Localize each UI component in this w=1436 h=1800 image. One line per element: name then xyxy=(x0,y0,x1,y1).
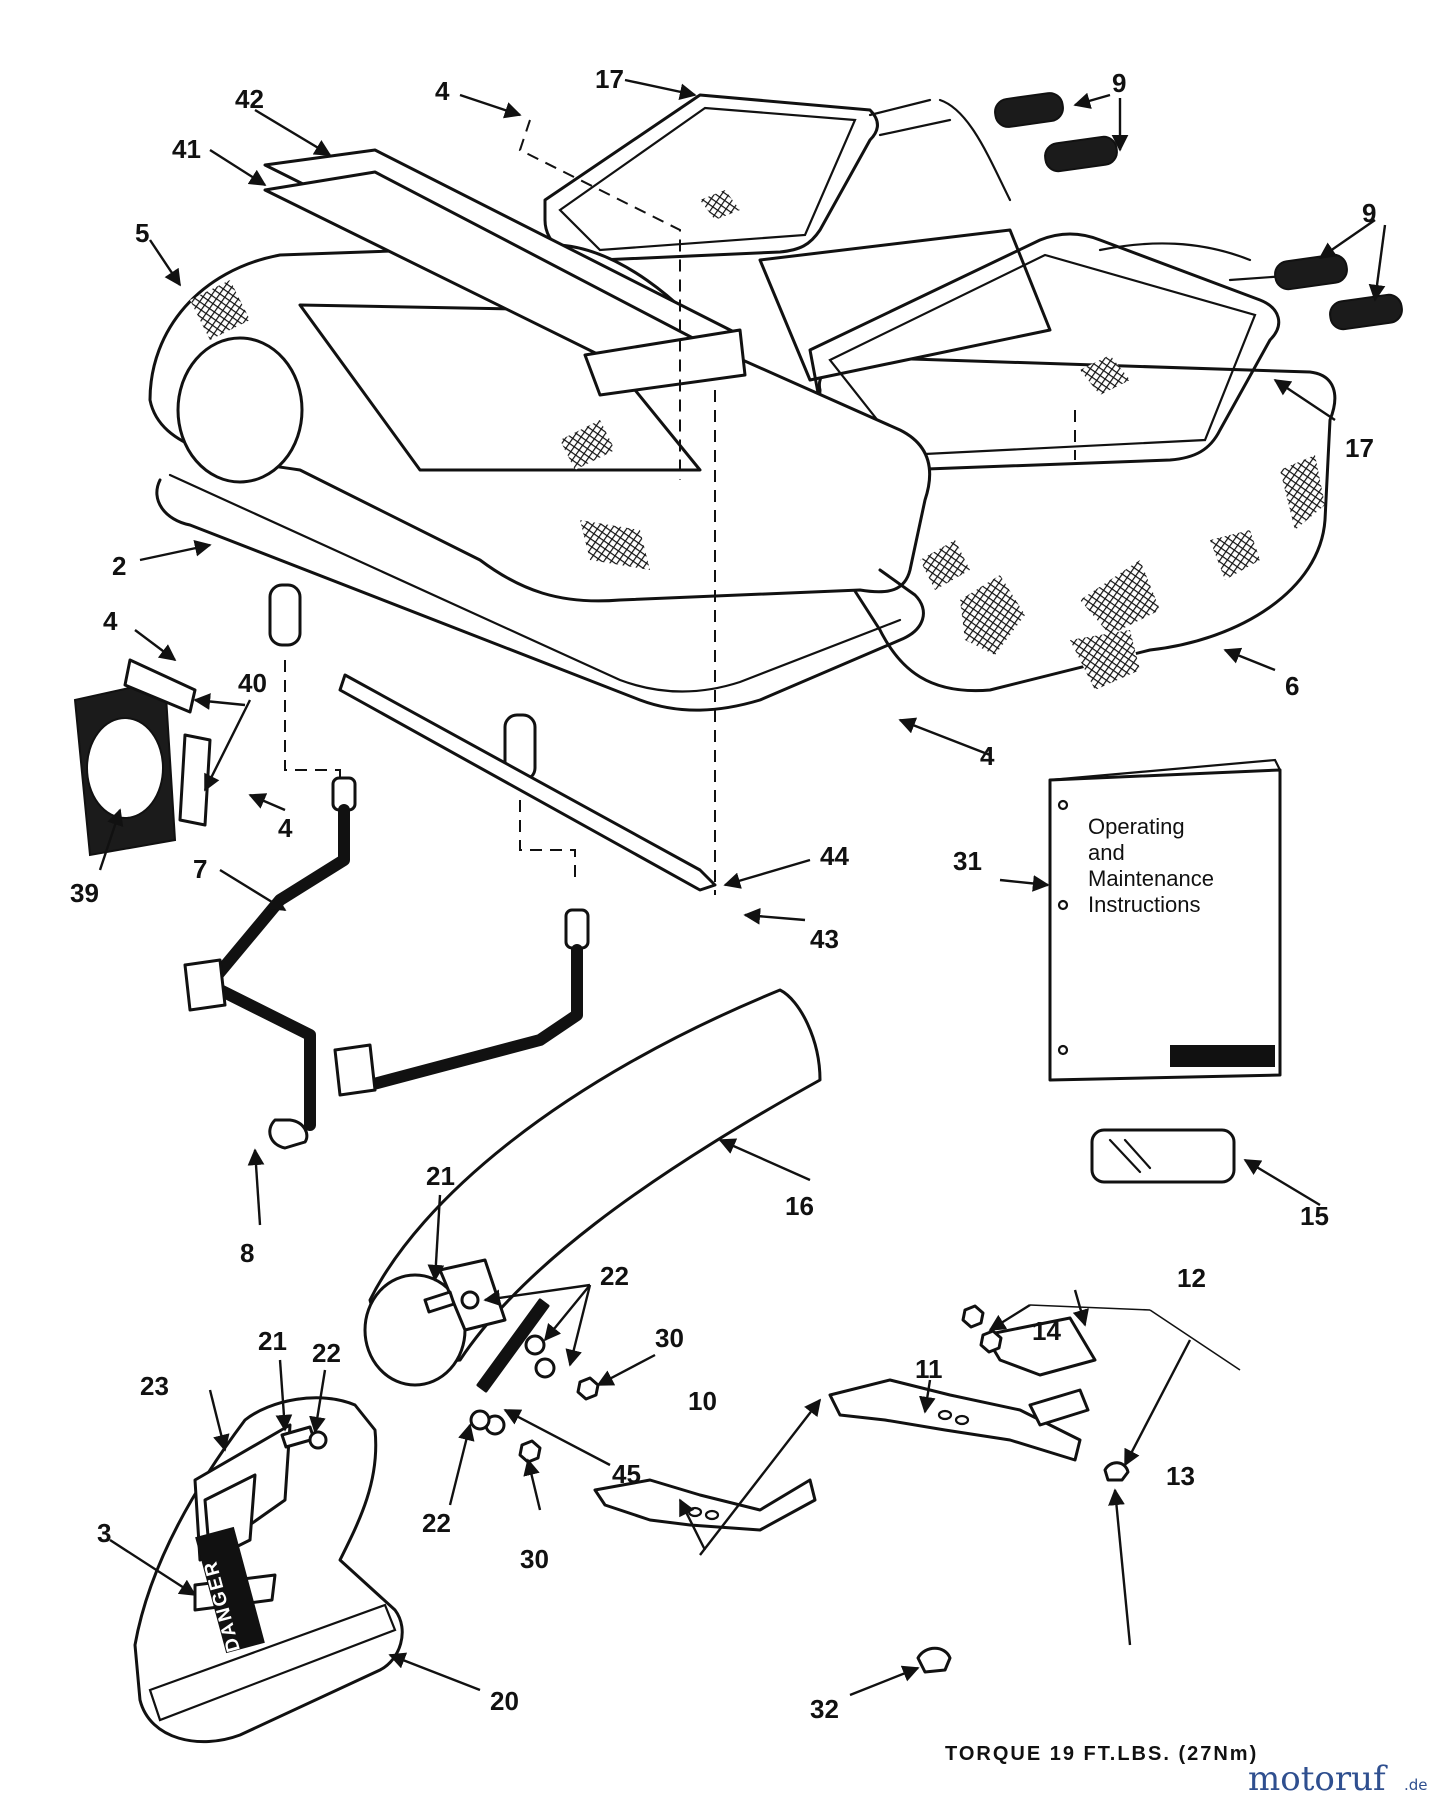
callout-16: 16 xyxy=(785,1191,814,1221)
callout-2: 2 xyxy=(112,551,126,581)
callout-4-plate: 4 xyxy=(278,813,293,843)
callout-5: 5 xyxy=(135,218,149,248)
callout-22-lower: 22 xyxy=(422,1508,451,1538)
callout-40: 40 xyxy=(238,668,267,698)
callout-21-deflector: 21 xyxy=(258,1326,287,1356)
bracket-strip xyxy=(338,673,717,892)
cover-plates xyxy=(263,148,747,397)
callout-8: 8 xyxy=(240,1238,254,1268)
callout-43: 43 xyxy=(810,924,839,954)
callout-10: 10 xyxy=(688,1386,717,1416)
handle-rod xyxy=(183,776,590,1150)
callout-17-rear: 17 xyxy=(595,64,624,94)
callout-21-chute: 21 xyxy=(426,1161,455,1191)
callout-41: 41 xyxy=(172,134,201,164)
manual-title-line3: Maintenance xyxy=(1088,866,1214,891)
callout-23: 23 xyxy=(140,1371,169,1401)
blade-11 xyxy=(828,1378,1090,1462)
callout-4-left: 4 xyxy=(103,606,118,636)
hood-frame xyxy=(155,473,925,782)
callout-13: 13 xyxy=(1166,1461,1195,1491)
callout-4-right: 4 xyxy=(980,741,995,771)
manual-title-line4: Instructions xyxy=(1088,892,1201,917)
operating-manual: Operating and Maintenance Instructions xyxy=(1048,758,1282,1082)
callout-20: 20 xyxy=(490,1686,519,1716)
callout-31: 31 xyxy=(953,846,982,876)
callout-30-upper: 30 xyxy=(655,1323,684,1353)
callout-3: 3 xyxy=(97,1518,111,1548)
callout-30-lower: 30 xyxy=(520,1544,549,1574)
callout-9-front: 9 xyxy=(1362,198,1376,228)
callout-14: 14 xyxy=(1032,1316,1061,1346)
callout-17-front: 17 xyxy=(1345,433,1374,463)
manual-title-line1: Operating xyxy=(1088,814,1185,839)
leader-lines xyxy=(98,78,1387,1697)
deflector: DANGER xyxy=(133,1396,404,1743)
callout-45: 45 xyxy=(612,1459,641,1489)
blade-10 xyxy=(593,1478,817,1532)
bag-frame-rear xyxy=(543,93,1012,262)
callout-labels: 5 42 41 4 17 9 9 17 6 2 4 40 4 39 7 4 44… xyxy=(70,64,1376,1724)
callout-44: 44 xyxy=(820,841,849,871)
blade-hardware xyxy=(916,1304,1130,1674)
callout-4-top: 4 xyxy=(435,76,450,106)
callout-42: 42 xyxy=(235,84,264,114)
watermark-suffix: .de xyxy=(1404,1776,1428,1794)
spring-rod xyxy=(280,1290,600,1464)
callout-11: 11 xyxy=(915,1354,943,1384)
callout-22-deflector: 22 xyxy=(312,1338,341,1368)
callout-39: 39 xyxy=(70,878,99,908)
manual-title-line2: and xyxy=(1088,840,1125,865)
handle-grips xyxy=(994,92,1403,331)
watermark-brand: motoruf xyxy=(1248,1759,1388,1799)
torque-specification: TORQUE 19 FT.LBS. (27Nm) xyxy=(945,1743,1258,1765)
alignment-lines xyxy=(284,119,1076,895)
decal-15 xyxy=(1090,1128,1236,1184)
adapter-plate xyxy=(73,658,212,857)
blower-hood xyxy=(148,243,932,603)
callout-7: 7 xyxy=(193,854,207,884)
callout-22-chute: 22 xyxy=(600,1261,629,1291)
callout-32: 32 xyxy=(810,1694,839,1724)
callout-9-rear: 9 xyxy=(1112,68,1126,98)
callout-15: 15 xyxy=(1300,1201,1329,1231)
callout-6: 6 xyxy=(1285,671,1299,701)
callout-12: 12 xyxy=(1177,1263,1206,1293)
